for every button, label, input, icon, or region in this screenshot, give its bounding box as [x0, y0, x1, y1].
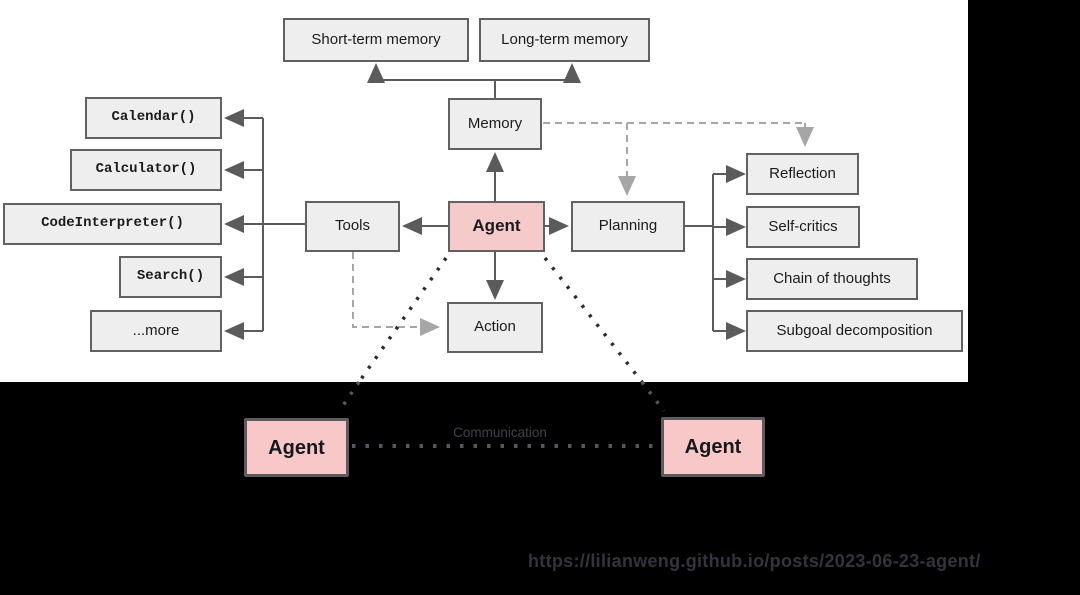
source-url-text: https://lilianweng.github.io/posts/2023-…	[528, 551, 981, 571]
node-label: Calculator()	[95, 161, 197, 178]
dotted-agent-right-black	[640, 380, 666, 413]
node-label: Search()	[136, 268, 205, 285]
node-label: Agent	[268, 436, 325, 459]
node-label: CodeInterpreter()	[41, 215, 184, 232]
dotted-agent-left-black	[338, 381, 361, 411]
communication-label: Communication	[453, 425, 547, 440]
node-chain-of-thoughts: Chain of thoughts	[746, 258, 918, 300]
node-label: Action	[474, 318, 516, 336]
node-label: Subgoal decomposition	[776, 321, 933, 339]
node-label: Short-term memory	[311, 30, 441, 48]
node-label: Agent	[472, 216, 521, 236]
node-planning: Planning	[571, 201, 685, 252]
node-label: Tools	[334, 217, 371, 235]
node-self-critics: Self-critics	[746, 206, 860, 248]
node-agent-bottom-right: Agent	[661, 417, 765, 477]
node-reflection: Reflection	[746, 153, 859, 195]
node-label: Memory	[467, 114, 523, 132]
node-agent-bottom-left: Agent	[244, 418, 349, 477]
node-short-term-memory: Short-term memory	[283, 18, 469, 62]
node-label: Planning	[598, 217, 658, 235]
node-label: Self-critics	[768, 217, 838, 235]
node-calendar: Calendar()	[85, 97, 222, 139]
node-calculator: Calculator()	[70, 149, 222, 191]
node-label: Chain of thoughts	[773, 269, 891, 287]
node-label: Agent	[684, 436, 742, 458]
node-agent: Agent	[448, 201, 545, 252]
node-label: Reflection	[769, 164, 836, 182]
node-more-tools: ...more	[90, 310, 222, 352]
node-long-term-memory: Long-term memory	[479, 18, 650, 62]
node-action: Action	[447, 302, 543, 353]
node-search: Search()	[119, 256, 222, 298]
node-memory: Memory	[448, 98, 542, 150]
node-label: Calendar()	[111, 109, 196, 126]
node-code-interpreter: CodeInterpreter()	[3, 203, 222, 245]
node-tools: Tools	[305, 201, 400, 252]
node-label: Long-term memory	[501, 30, 628, 48]
node-subgoal-decomposition: Subgoal decomposition	[746, 310, 963, 352]
node-label: ...more	[132, 321, 180, 339]
